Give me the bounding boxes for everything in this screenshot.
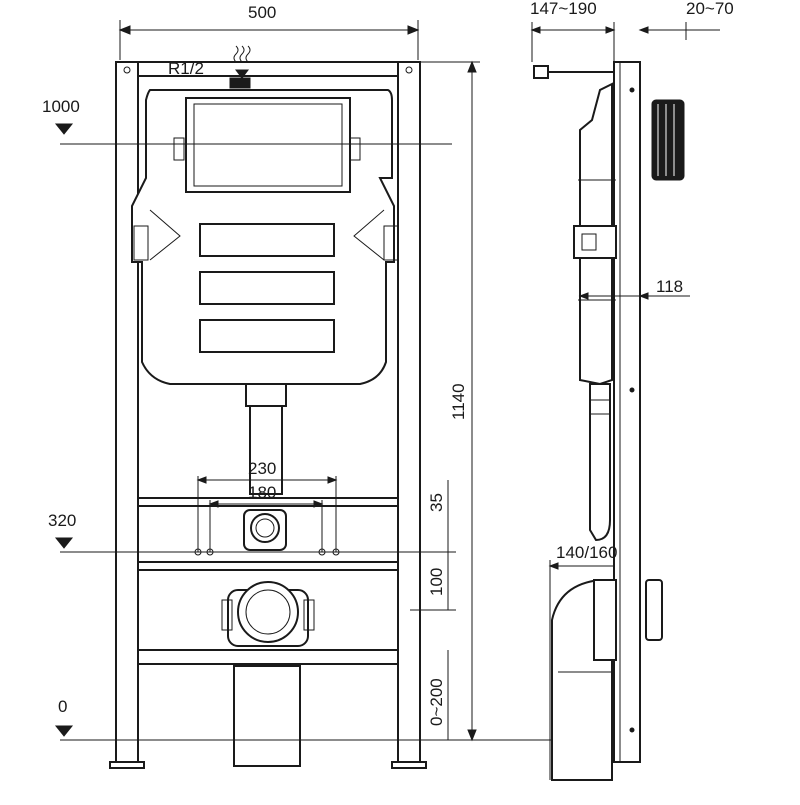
range-0-200-label: 0~200 — [427, 678, 446, 726]
offset-35-label: 35 — [427, 493, 446, 512]
front-view: 500 R1/2 — [42, 3, 600, 769]
level-320: 320 — [48, 511, 456, 553]
height-label: 1140 — [449, 383, 468, 420]
width-dimension: 500 — [118, 3, 420, 60]
range-0-200: 0~200 — [427, 650, 449, 740]
cistern-side — [573, 82, 617, 386]
level-0-label: 0 — [58, 697, 67, 716]
frame-depth-dimension: 118 — [578, 277, 690, 300]
offset-100: 100 — [410, 552, 456, 611]
offset-100-label: 100 — [427, 568, 446, 596]
outlet-spacing: 230 180 — [194, 459, 340, 556]
level-1000-label: 1000 — [42, 97, 80, 116]
pipe-dimension: 140/160 — [548, 543, 617, 780]
level-1000: 1000 — [42, 97, 452, 145]
thread-label: R1/2 — [168, 59, 204, 78]
button-range-label: 20~70 — [686, 0, 734, 18]
waste-elbow — [551, 578, 663, 781]
flush-pipe — [245, 383, 287, 495]
depth-label: 147~190 — [530, 0, 597, 18]
level-0: 0 — [54, 697, 600, 741]
down-pipe — [589, 383, 611, 542]
width-label: 500 — [248, 3, 276, 22]
depth-dimension: 147~190 — [530, 0, 616, 62]
small-outlet — [243, 509, 287, 551]
spacing-180-label: 180 — [248, 483, 276, 502]
frame — [109, 61, 427, 769]
frame-depth-label: 118 — [656, 277, 683, 296]
pipe-label: 140/160 — [556, 543, 617, 562]
inlet-rod — [533, 65, 614, 79]
height-dimension: 1140 — [420, 60, 480, 742]
offset-35: 35 — [427, 480, 449, 552]
level-320-label: 320 — [48, 511, 76, 530]
flush-plate — [651, 99, 685, 181]
spacing-230-label: 230 — [248, 459, 276, 478]
water-inlet: R1/2 — [168, 45, 251, 89]
button-range-dimension: 20~70 — [638, 0, 734, 40]
side-view: 147~190 20~70 — [530, 0, 734, 781]
waste-outlet — [221, 581, 315, 767]
cistern — [131, 89, 399, 385]
